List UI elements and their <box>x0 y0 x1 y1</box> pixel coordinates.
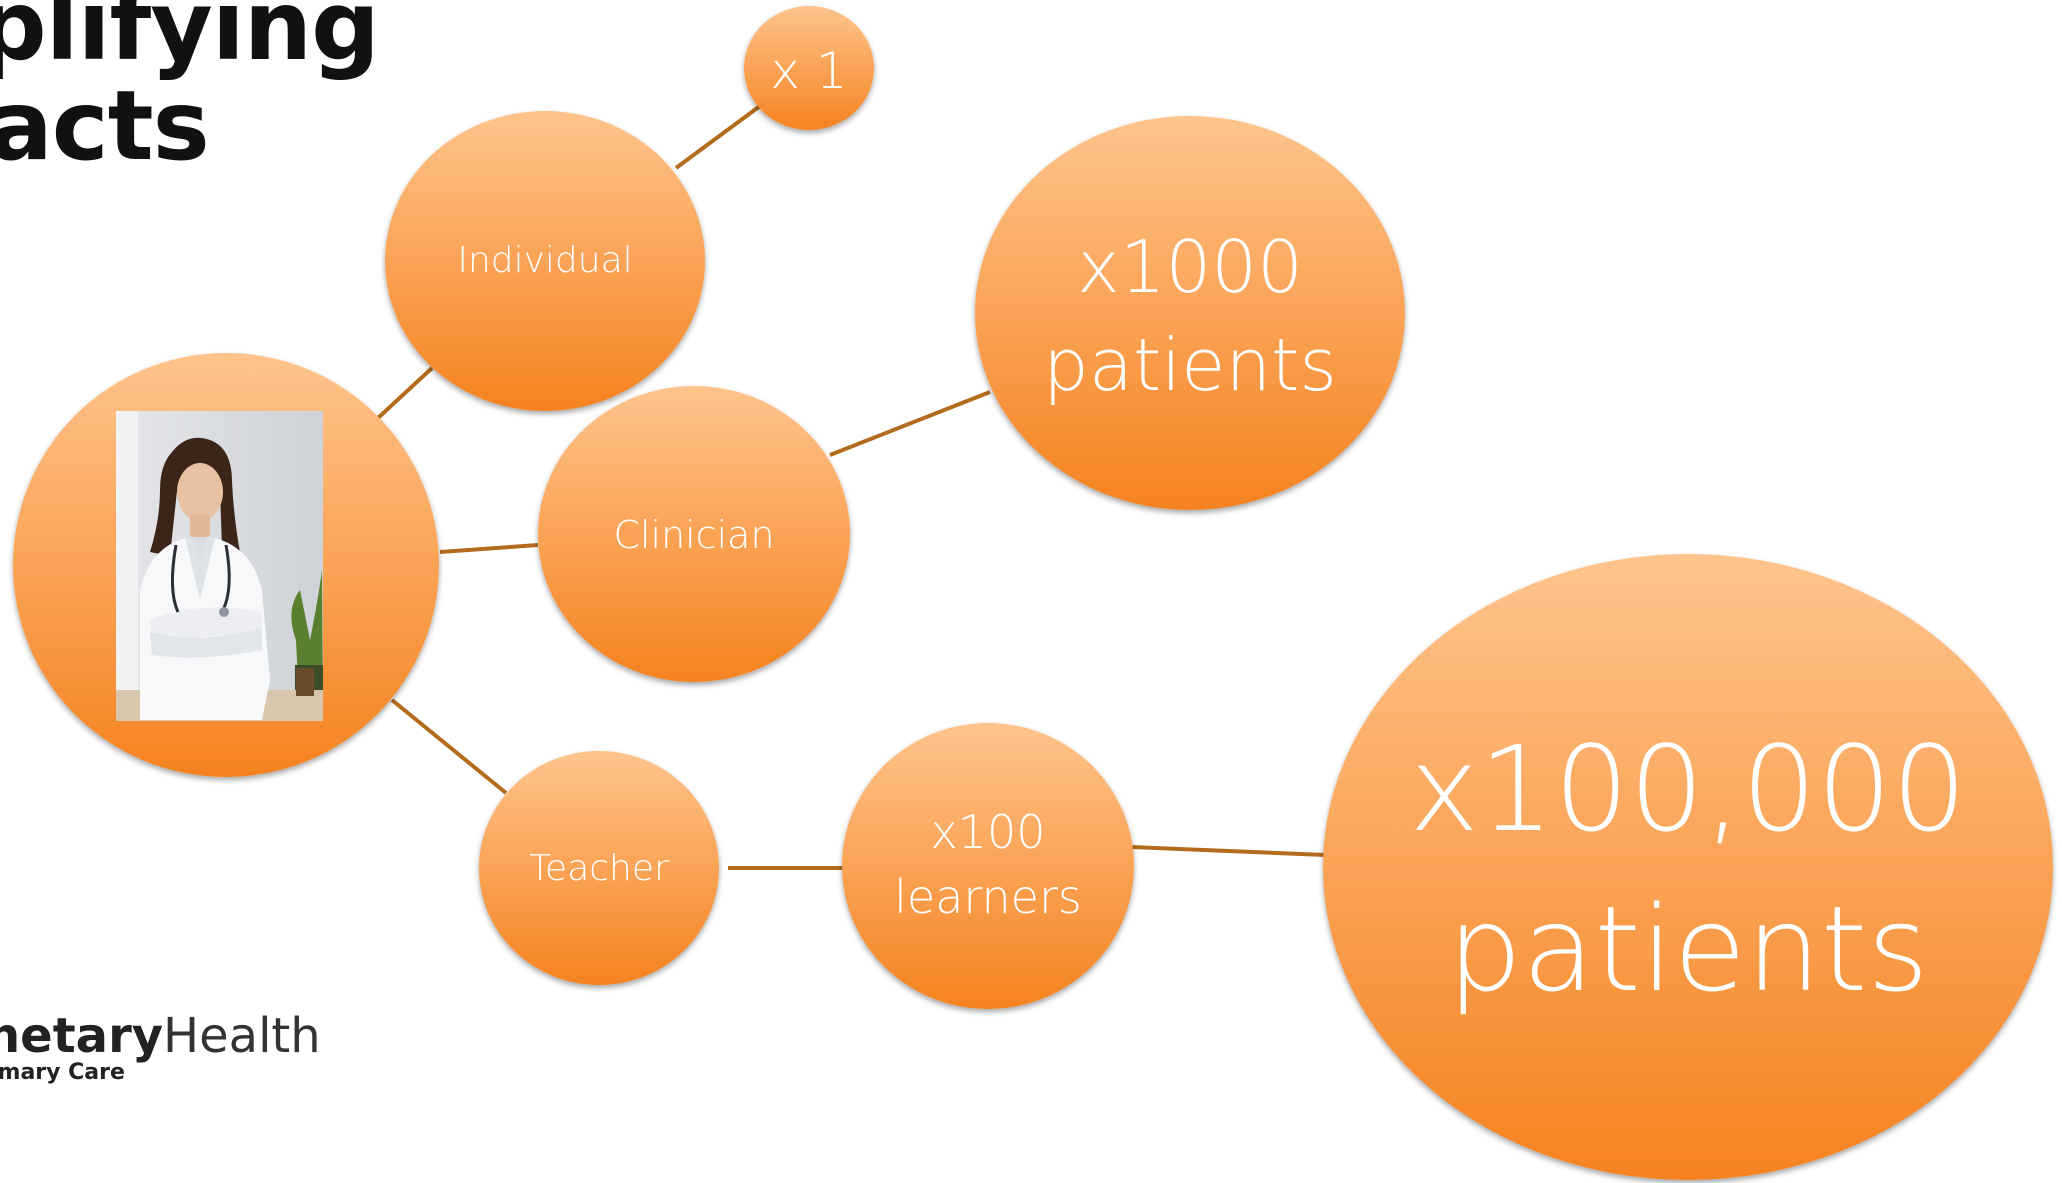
x1-node: x 1 <box>744 6 874 130</box>
teacher-label: Teacher <box>529 848 669 889</box>
x1000-label-line1: x1000 <box>1077 225 1303 309</box>
title-line-2: acts <box>0 70 210 182</box>
individual-label: Individual <box>457 240 632 281</box>
logo-thin-text: Health <box>163 1008 321 1064</box>
teacher-node: Teacher <box>479 751 719 985</box>
slide-title: plifying acts <box>0 0 380 182</box>
doctor-node <box>13 353 439 777</box>
x1-label: x 1 <box>770 42 847 100</box>
x100000-patients-node: x100,000 patients <box>1323 554 2053 1180</box>
x1000-patients-node: x1000 patients <box>975 116 1405 510</box>
logo-subtitle: imary Care <box>0 1060 125 1085</box>
title-line-1: plifying <box>0 0 380 82</box>
connector-doctor-teacher <box>390 698 508 795</box>
connectors <box>376 104 1327 870</box>
x100-label-line2: learners <box>894 870 1082 924</box>
connector-doctor-clinician <box>439 543 539 554</box>
connector-doctor-individual <box>376 366 434 420</box>
clinician-node: Clinician <box>538 386 850 682</box>
x1000-label-line2: patients <box>1043 323 1337 407</box>
x100000-label-line1: x100,000 <box>1409 720 1967 858</box>
x100-learners-node: x100 learners <box>842 723 1134 1009</box>
doctor-photo <box>116 411 323 721</box>
connector-individual-x1 <box>674 104 762 170</box>
logo-bold-text: netary <box>0 1008 164 1064</box>
individual-node: Individual <box>385 111 705 411</box>
logo-wordmark: netaryHealth <box>0 1010 321 1062</box>
connector-clinician-x1000 <box>829 390 991 457</box>
planetary-health-logo: netaryHealth imary Care <box>0 1010 321 1085</box>
x100000-label-line2: patients <box>1447 880 1928 1018</box>
connector-x100-x100000 <box>1131 845 1327 857</box>
clinician-label: Clinician <box>613 513 774 557</box>
x100-label-line1: x100 <box>930 805 1045 859</box>
